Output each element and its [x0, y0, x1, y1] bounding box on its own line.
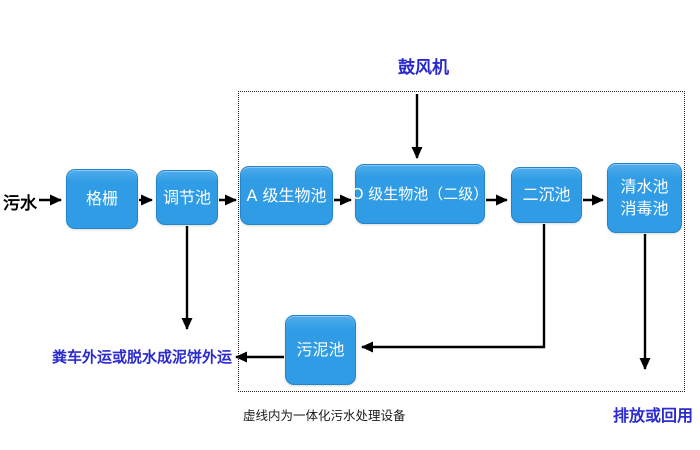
node-a-stage-bio-tank: A 级生物池 [240, 166, 333, 225]
node-a-stage-bio-tank-label: A 级生物池 [246, 185, 327, 205]
discharge-label: 排放或回用 [613, 406, 694, 425]
node-sludge-tank: 污泥池 [285, 315, 356, 385]
node-clear-water-tank: 清水池 消毒池 [607, 163, 682, 233]
equipment-boundary-box [238, 91, 685, 392]
source-label: 污水 [3, 194, 37, 214]
node-grid-label: 格栅 [85, 189, 118, 209]
boundary-caption-label: 虚线内为一体化污水处理设备 [243, 408, 406, 423]
node-grid: 格栅 [66, 169, 138, 229]
node-regulation-tank-label: 调节池 [162, 187, 211, 207]
node-sludge-tank-label: 污泥池 [296, 340, 345, 360]
node-clear-water-tank-label-line2: 消毒池 [620, 199, 669, 218]
node-secondary-sedimentation-tank-label: 二沉池 [522, 185, 571, 205]
blower-label: 鼓风机 [398, 58, 449, 78]
node-regulation-tank: 调节池 [156, 170, 218, 225]
node-secondary-sedimentation-tank: 二沉池 [511, 167, 582, 223]
node-clear-water-tank-label-line1: 清水池 [620, 177, 669, 197]
node-o-stage-bio-tank-label: O 级生物池（二级） [351, 184, 489, 203]
sludge-out-label: 粪车外运或脱水成泥饼外运 [52, 348, 233, 366]
node-o-stage-bio-tank: O 级生物池（二级） [352, 164, 488, 224]
